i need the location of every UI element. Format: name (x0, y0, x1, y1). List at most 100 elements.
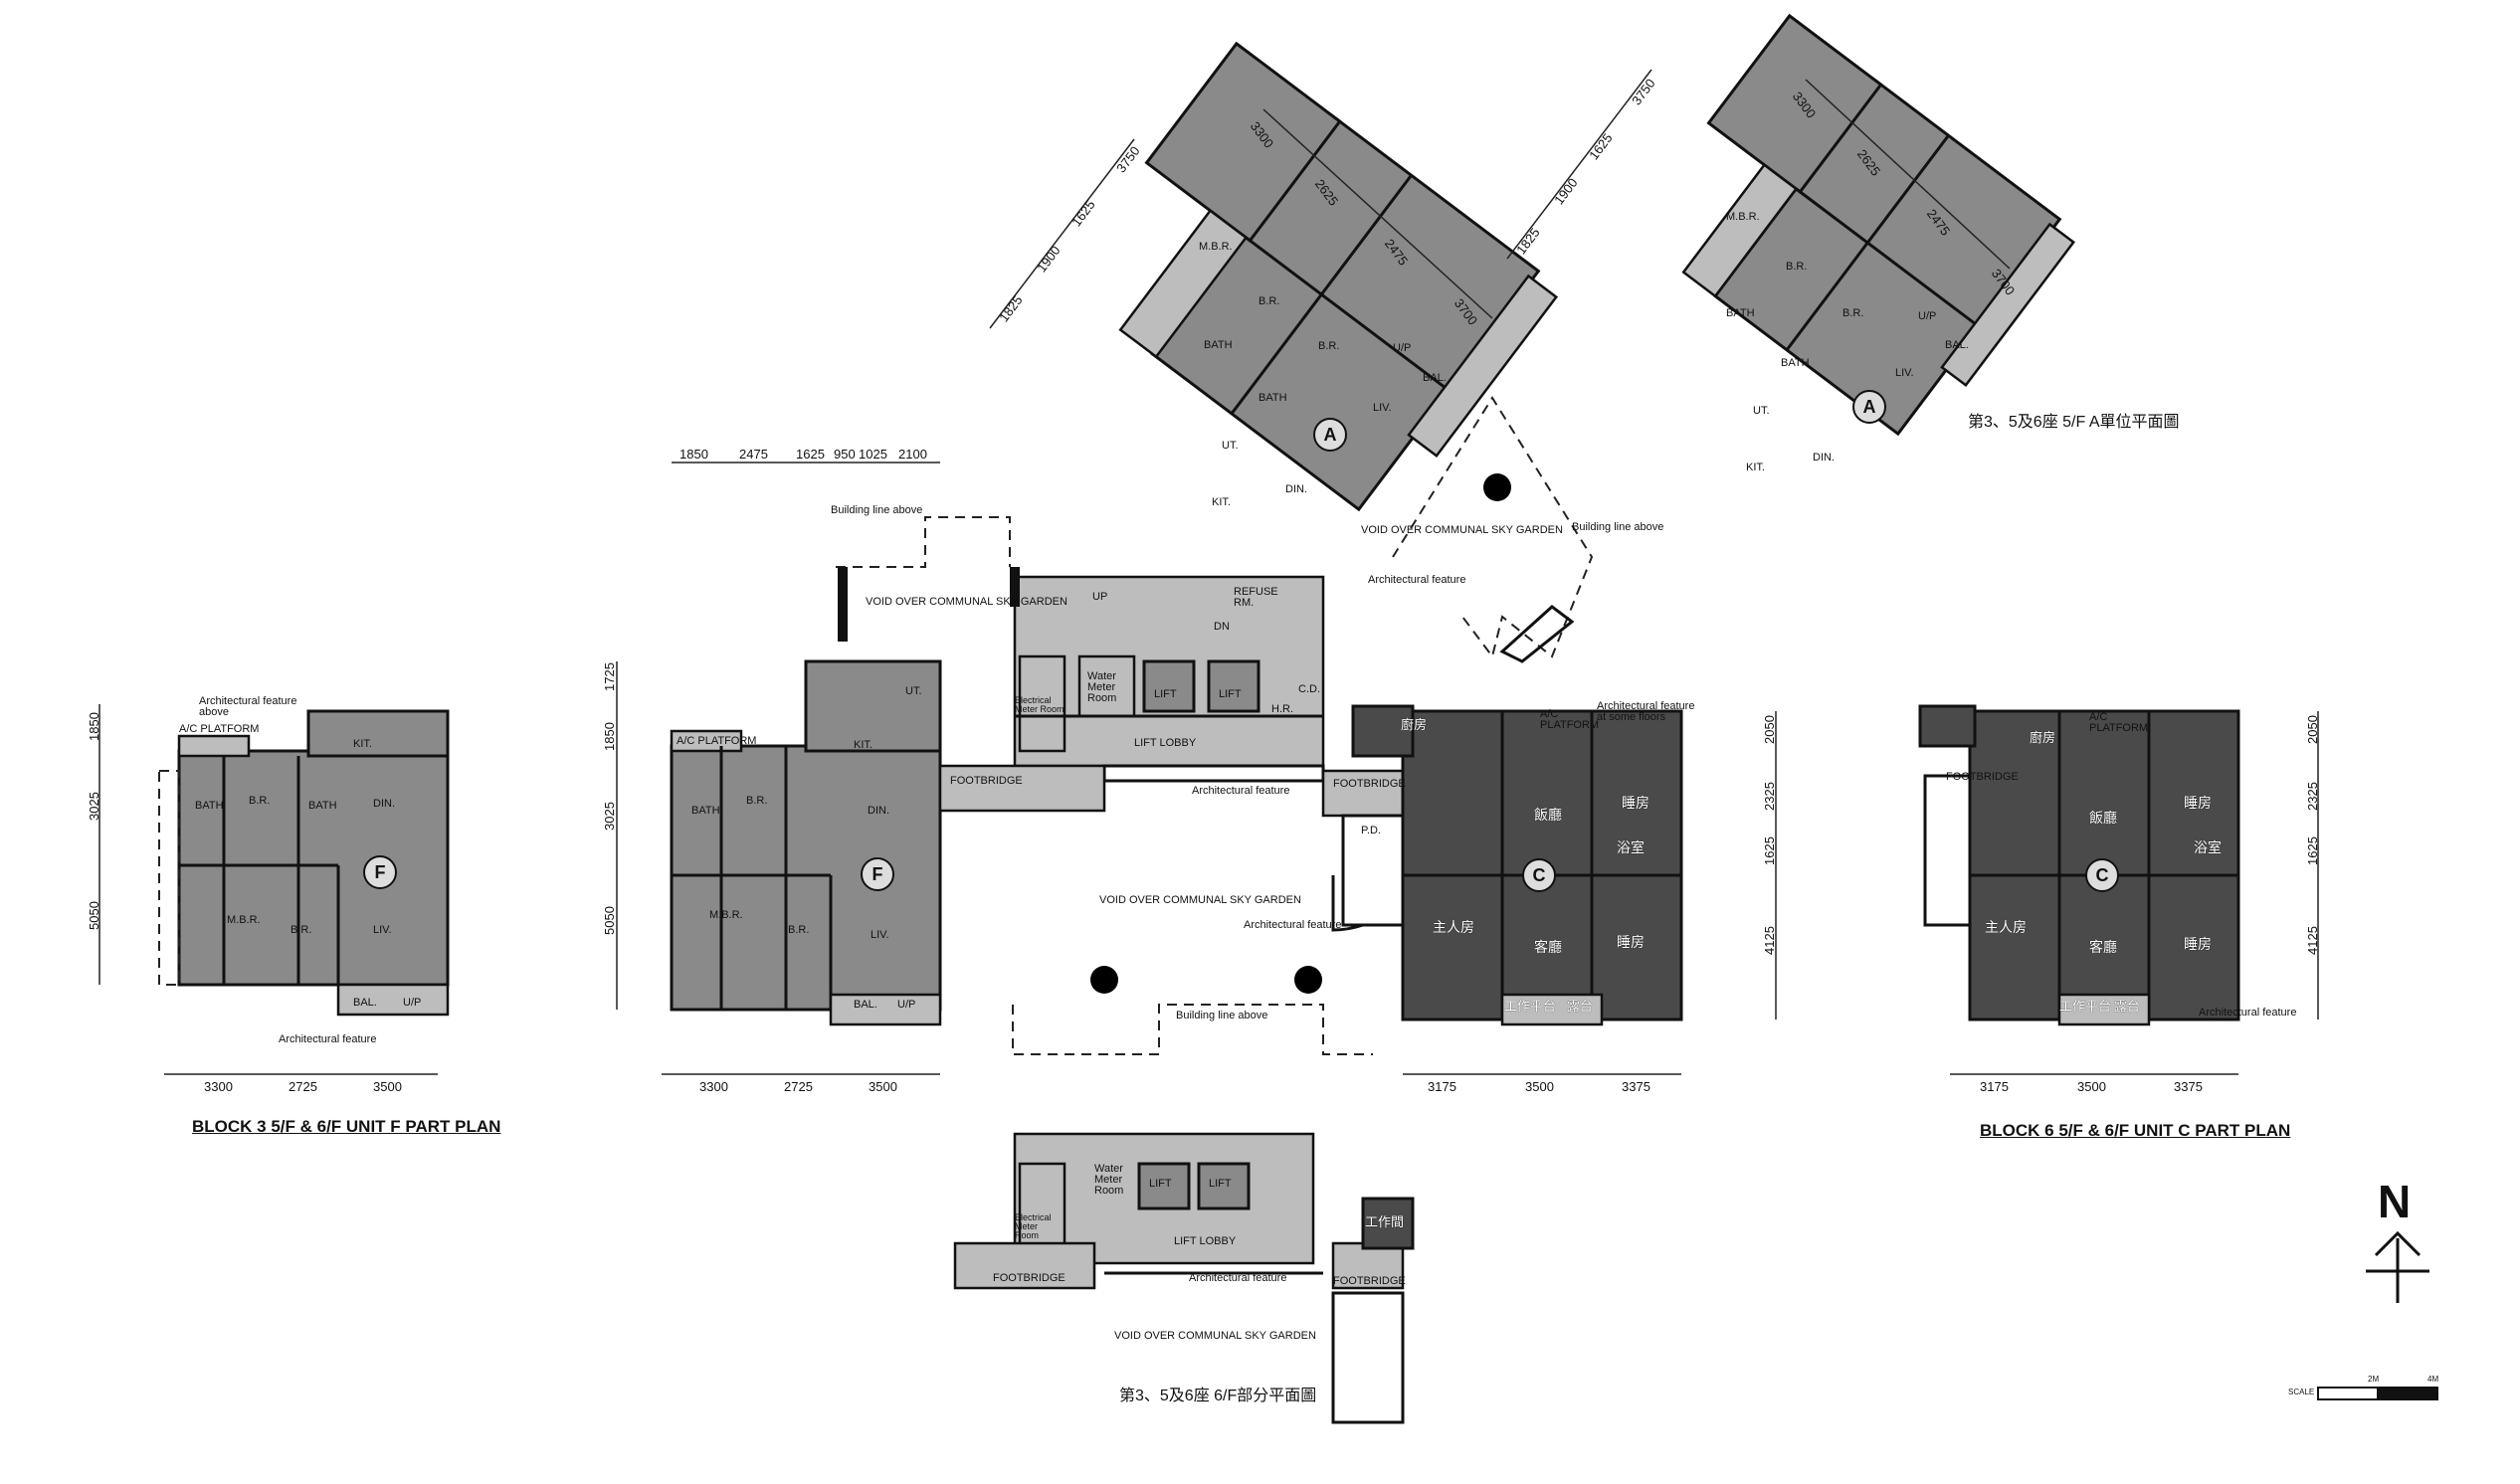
scale-bar (2317, 1387, 2438, 1400)
b6-bed: 睡房 (2184, 795, 2212, 811)
unit-c-living: 客廳 (1534, 939, 1562, 955)
dim-c-right-2: 3375 (2174, 1079, 2203, 1094)
block3-unit-f-part-plan (98, 704, 450, 1075)
ap-room-ut: UT. (1753, 405, 1770, 417)
vdim-cr-0: 2050 (2305, 715, 2320, 744)
main-room-up: U/P (897, 999, 916, 1011)
room-up: U/P (403, 997, 422, 1009)
ap-room-up: U/P (1918, 310, 1937, 322)
main-room-bal: BAL. (854, 999, 877, 1011)
ap-room-liv: LIV. (1895, 367, 1914, 379)
a-room-br-2: B.R. (1318, 340, 1340, 352)
note-arch-feature-some: Architectural feature at some floors (1597, 700, 1695, 723)
ap-room-br-2: B.R. (1842, 307, 1864, 319)
lift-2: LIFT (1219, 688, 1242, 700)
note-void-2: VOID OVER COMMUNAL SKY GARDEN (1361, 524, 1563, 536)
dim-c-main-2: 3375 (1622, 1079, 1650, 1094)
dim-f-left-2: 3500 (373, 1079, 402, 1094)
main-unit-f (616, 659, 942, 1075)
ap-room-mbr: M.B.R. (1726, 211, 1760, 223)
unit-c-bath: 浴室 (1617, 839, 1645, 855)
note-void-3: VOID OVER COMMUNAL SKY GARDEN (1099, 894, 1301, 906)
vdim-cr-3: 4125 (2305, 926, 2320, 955)
pp-water-meter: Water Meter Room (1094, 1163, 1124, 1197)
main-ac-platform: A/C PLATFORM (677, 735, 757, 747)
a-room-ut: UT. (1222, 440, 1239, 452)
scale-mark-mid: 2M (2368, 1375, 2380, 1384)
dim-c-right-0: 3175 (1980, 1079, 2009, 1094)
main-room-kit: KIT. (854, 739, 872, 751)
unit-c-right-badge: C (2085, 858, 2119, 892)
dim-c-main-0: 3175 (1428, 1079, 1456, 1094)
part-plan-6f (953, 1132, 1415, 1424)
main-room-din: DIN. (868, 805, 889, 817)
unit-a-plan (1681, 13, 2075, 437)
vdim-c-3: 4125 (1762, 926, 1777, 955)
b6-living: 客廳 (2089, 939, 2117, 955)
up-stair-label: UP (1092, 591, 1108, 603)
vdim-f-1: 1850 (602, 722, 617, 751)
vdim-c-0: 2050 (1762, 715, 1777, 744)
pp-footbridge-e: FOOTBRIDGE (1333, 1275, 1406, 1287)
main-room-liv: LIV. (871, 929, 889, 941)
scale-mark-end: 4M (2427, 1375, 2439, 1384)
dim-top-1: 2475 (739, 447, 768, 462)
pp-lift-2: LIFT (1209, 1178, 1232, 1190)
vdim-fl-0: 1850 (87, 712, 101, 741)
unit-f-left-badge: F (363, 855, 397, 889)
vdim-cr-1: 2325 (2305, 782, 2320, 811)
footbridge-block6: FOOTBRIDGE (1946, 771, 2019, 783)
dim-top-0: 1850 (679, 447, 708, 462)
north-arrow (2366, 1230, 2429, 1303)
note-arch-feature-3: Architectural feature (1244, 919, 1342, 931)
room-bath: BATH (195, 800, 224, 812)
a-room-up: U/P (1393, 342, 1412, 354)
unit-a-plan-title: 第3、5及6座 5/F A單位平面圖 (1968, 414, 2180, 431)
dim-f-left-1: 2725 (289, 1079, 317, 1094)
a-room-kit: KIT. (1212, 496, 1231, 508)
dim-top-2: 1625 (796, 447, 825, 462)
part-plan-6f-title: 第3、5及6座 6/F部分平面圖 (1119, 1388, 1317, 1404)
lift-lobby: LIFT LOBBY (1134, 737, 1197, 749)
a-room-liv: LIV. (1373, 402, 1392, 414)
room-liv: LIV. (373, 924, 392, 936)
b6-master: 主人房 (1985, 919, 2027, 935)
block6-title: BLOCK 6 5/F & 6/F UNIT C PART PLAN (1980, 1121, 2291, 1140)
unit-a-plan-badge: A (1852, 390, 1886, 424)
dim-top-3: 950 (834, 447, 856, 462)
water-meter-room: Water Meter Room (1087, 670, 1117, 704)
main-room-bath: BATH (691, 805, 720, 817)
note-building-line-3: Building line above (1176, 1010, 1268, 1021)
unit-c-bed: 睡房 (1622, 795, 1649, 811)
electrical-meter-room: Electrical Meter Room (1015, 695, 1065, 714)
room-bal: BAL. (353, 997, 377, 1009)
main-core (672, 462, 1405, 1055)
lift-1: LIFT (1154, 688, 1177, 700)
a-room-bath-2: BATH (1259, 392, 1287, 404)
vdim-f-3: 5050 (602, 906, 617, 935)
block3-title: BLOCK 3 5/F & 6/F UNIT F PART PLAN (192, 1117, 501, 1136)
dim-top-4: 1025 (859, 447, 887, 462)
vdim-c-1: 2325 (1762, 782, 1777, 811)
room-br: B.R. (291, 924, 312, 936)
main-unit-a (1118, 41, 1559, 512)
vdim-cr-2: 1625 (2305, 836, 2320, 865)
b6-bath: 浴室 (2194, 839, 2222, 855)
ap-room-br: B.R. (1786, 261, 1808, 273)
unit-c-kitchen: 廚房 (1401, 717, 1428, 732)
a-room-br: B.R. (1259, 295, 1280, 307)
note-arch-feature-4: Architectural feature (279, 1033, 377, 1045)
block6-unit-c-part-plan (1918, 704, 2319, 1075)
unit-c-badge: C (1522, 858, 1556, 892)
ap-room-bal: BAL. (1945, 339, 1969, 351)
unit-c-ac-platform: A/C PLATFORM (1540, 708, 1600, 731)
refuse-room: REFUSE RM. (1234, 586, 1278, 609)
note-building-line-2: Building line above (1572, 521, 1664, 533)
pd-label: P.D. (1361, 825, 1381, 836)
footbridge-east: FOOTBRIDGE (1333, 778, 1406, 790)
ap-room-din: DIN. (1813, 452, 1835, 464)
unit-c-master: 主人房 (1433, 919, 1474, 935)
main-room-mbr: M.B.R. (709, 909, 743, 921)
